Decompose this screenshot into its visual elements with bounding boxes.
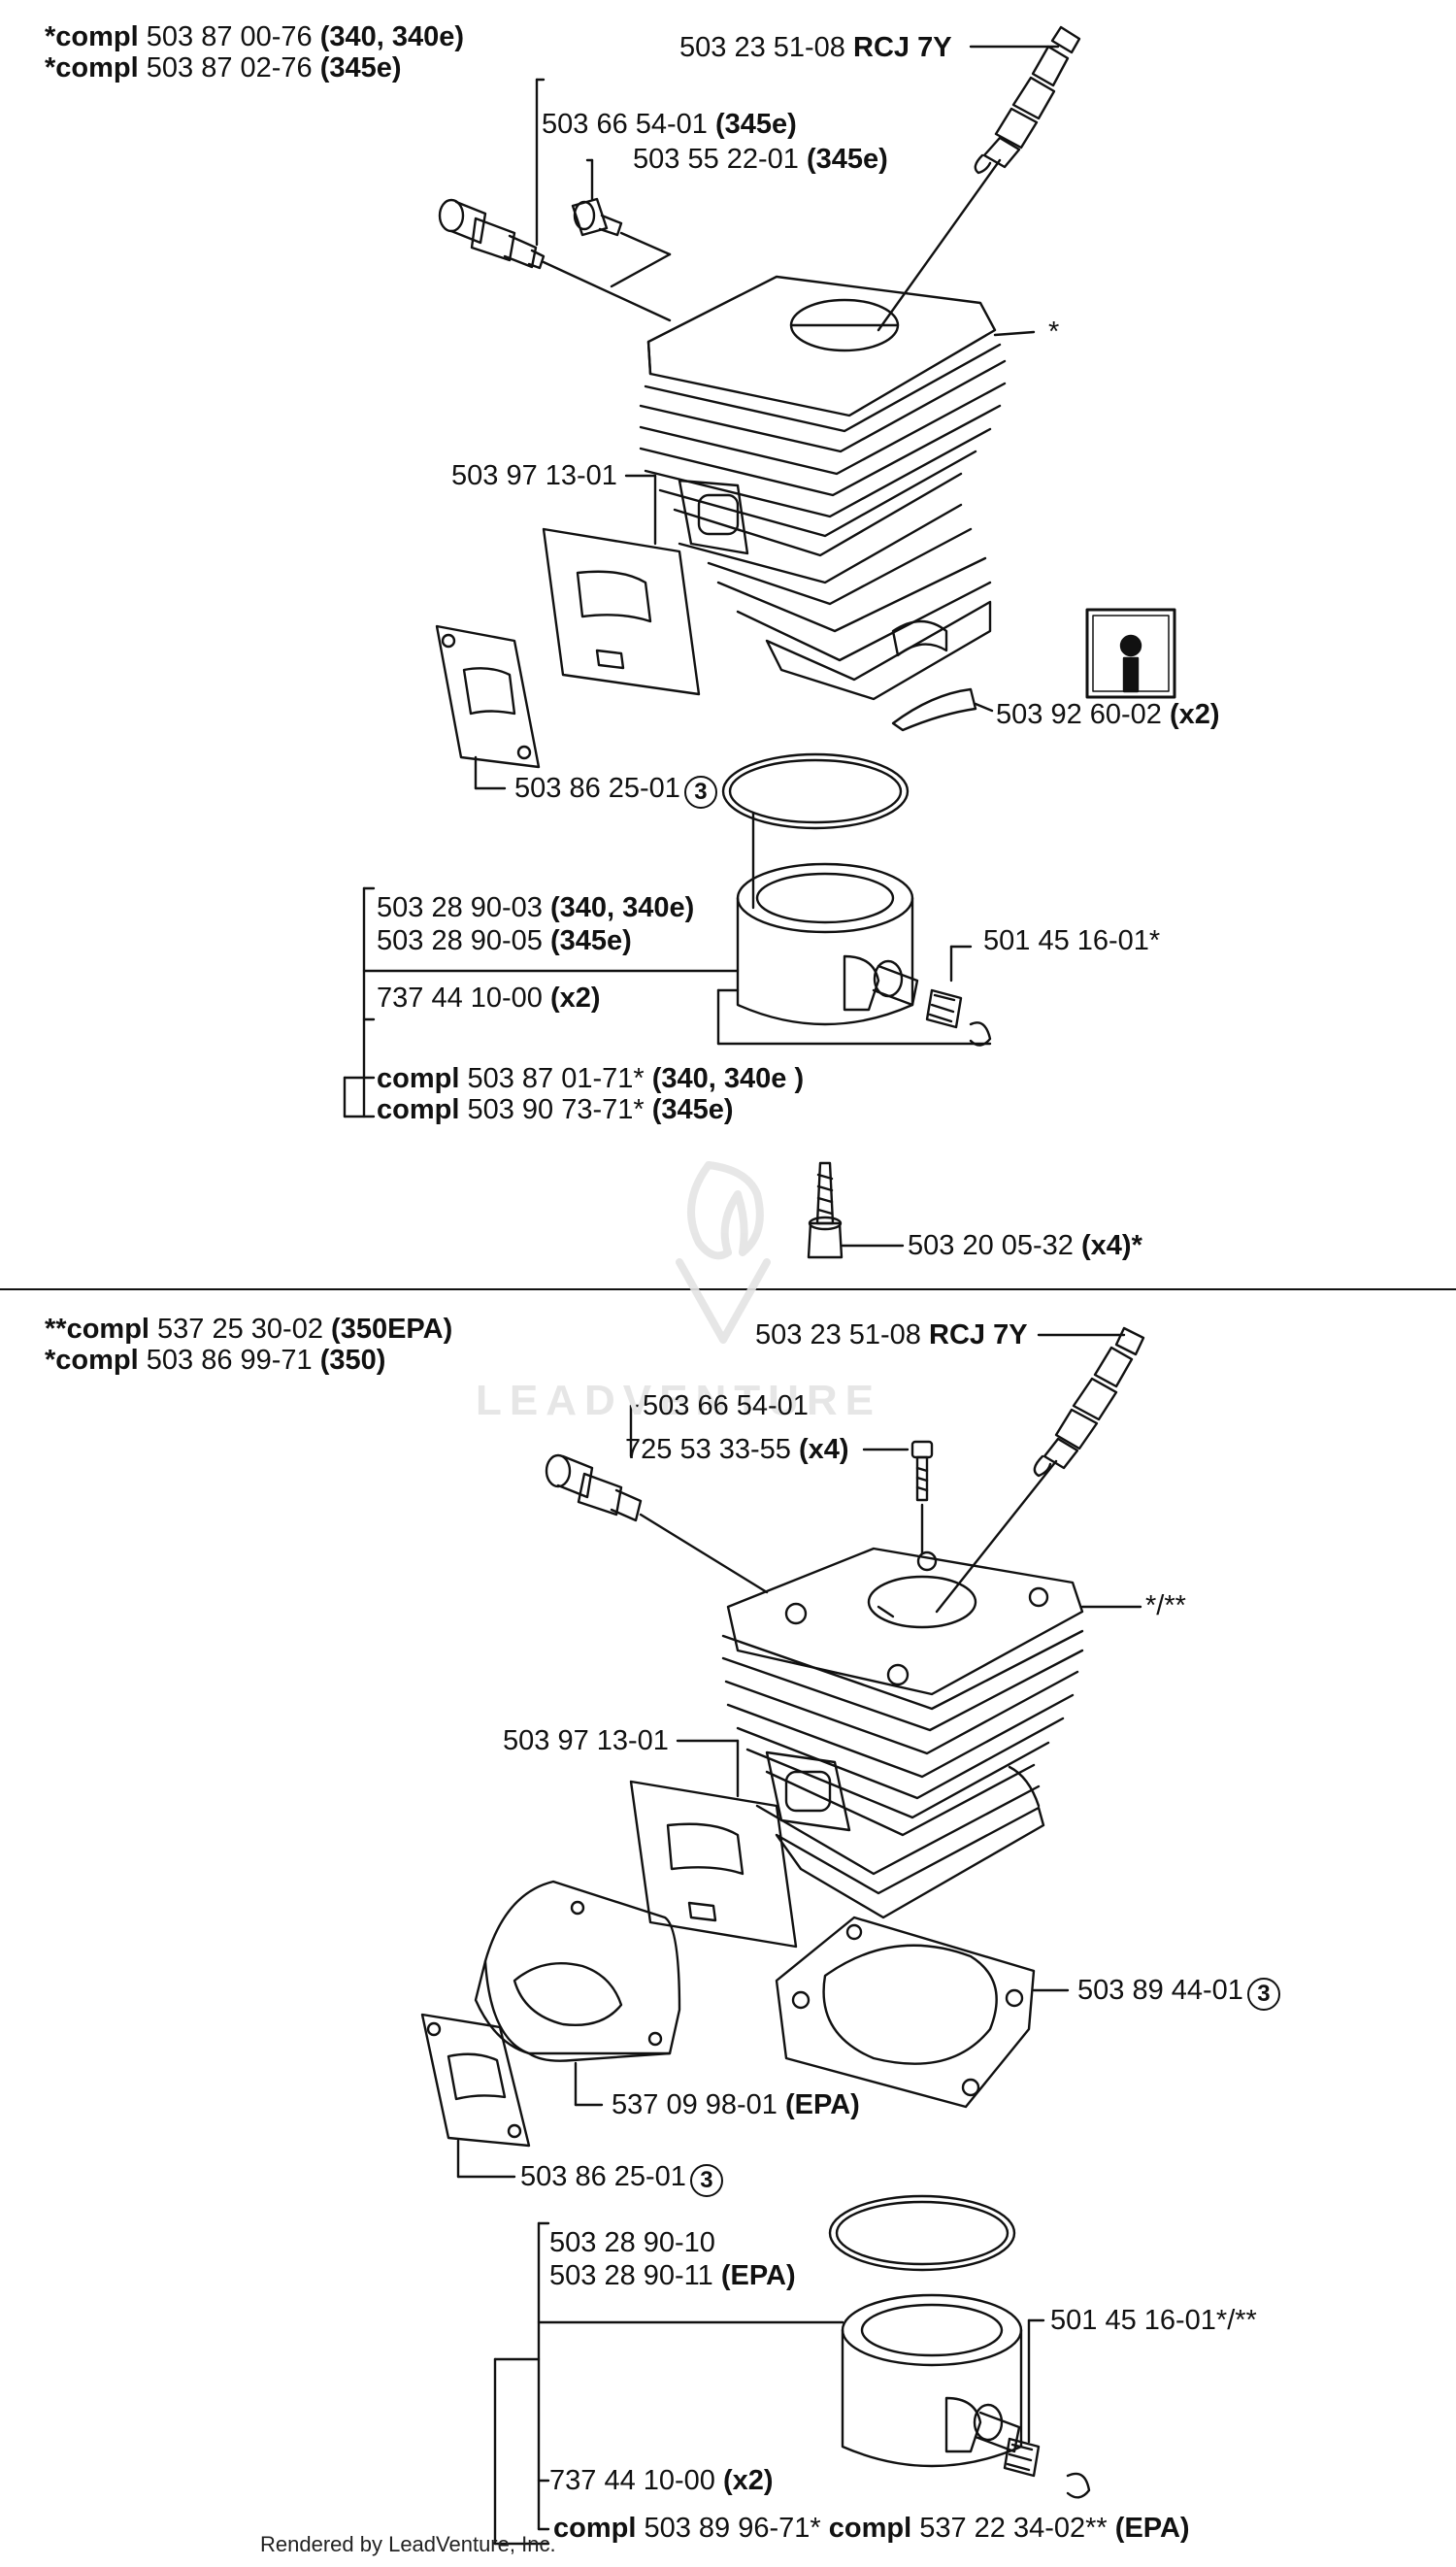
top-plug-screw-label[interactable]: 503 55 22-01 (345e) [633, 144, 888, 175]
gasket-bottom [629, 1780, 798, 1949]
top-circlip-label[interactable]: 737 44 10-00 (x2) [377, 983, 601, 1014]
bottom-decomp-valve-label[interactable]: 503 66 54-01 [643, 1390, 809, 1421]
gasket-top [542, 527, 701, 696]
top-cylinder-ref-label: * [1048, 317, 1060, 348]
leader-spark-hole [877, 158, 1002, 332]
top-compl-a-label[interactable]: compl 503 87 01-71* (340, 340e ) [377, 1063, 805, 1094]
bottom-screw-label[interactable]: 725 53 33-55 (x4) [625, 1434, 849, 1465]
piston-pin-top [872, 964, 992, 1047]
cylinder-top [639, 275, 1007, 701]
top-piston-a-label[interactable]: 503 28 90-03 (340, 340e) [377, 892, 695, 923]
top-header-line-2: *compl 503 87 02-76 (345e) [45, 52, 402, 83]
piston-top [736, 862, 914, 1026]
bottom-header-line-1: **compl 537 25 30-02 (350EPA) [45, 1314, 453, 1345]
bottom-base-gasket-circle: 3 [1246, 1978, 1280, 2011]
bracket-bottom [493, 2221, 844, 2546]
leader-cyl-ref [993, 330, 1036, 337]
flange-gasket-bottom [420, 2013, 531, 2148]
flange-gasket-top [435, 624, 541, 769]
bracket-top [343, 886, 740, 1118]
top-piston-b-label[interactable]: 503 28 90-05 (345e) [377, 925, 632, 956]
top-gasket-label[interactable]: 503 97 13-01 [451, 460, 617, 491]
plug-screw-top [571, 197, 623, 237]
base-gasket-bottom [775, 1916, 1036, 2109]
top-decomp-valve-label[interactable]: 503 66 54-01 (345e) [542, 109, 797, 140]
bottom-piston-a-label[interactable]: 503 28 90-10 [549, 2227, 715, 2258]
top-flange-gasket-circle: 3 [683, 776, 717, 809]
piston-ring-bottom [828, 2194, 1016, 2272]
spark-plug-top [974, 25, 1081, 175]
bottom-cylinder-ref-label: */** [1145, 1590, 1186, 1621]
bottom-piston-b-label[interactable]: 503 28 90-11 (EPA) [549, 2260, 796, 2291]
watermark-logo [676, 1161, 771, 1344]
leader-valve-to-cylinder [542, 260, 672, 322]
top-screw-label[interactable]: 503 20 05-32 (x4)* [908, 1230, 1142, 1261]
piston-bottom [841, 2293, 1023, 2468]
decomp-valve-top [438, 198, 546, 270]
spark-plug-bottom [1033, 1326, 1145, 1478]
bottom-header-line-2: *compl 503 86 99-71 (350) [45, 1345, 386, 1376]
bottom-spark-plug-label[interactable]: 503 23 51-08 RCJ 7Y [755, 1319, 1028, 1350]
cylinder-screw-bottom [910, 1440, 934, 1502]
footer-rendered-by: Rendered by LeadVenture, Inc. [260, 2532, 556, 2556]
bottom-heat-shield-label[interactable]: 537 09 98-01 (EPA) [612, 2089, 860, 2120]
bottom-circlip-label[interactable]: 737 44 10-00 (x2) [549, 2465, 774, 2496]
bottom-compl-label[interactable]: compl 503 89 96-71* compl 537 22 34-02**… [553, 2513, 1190, 2544]
screw-top [807, 1161, 844, 1259]
special-tool-top [891, 608, 1176, 732]
top-header-line-1: *compl 503 87 00-76 (340, 340e) [45, 21, 465, 52]
cylinder-bottom [721, 1547, 1084, 1919]
top-compl-b-label[interactable]: compl 503 90 73-71* (345e) [377, 1094, 734, 1125]
top-spark-plug-label[interactable]: 503 23 51-08 RCJ 7Y [679, 32, 952, 63]
bottom-flange-gasket-circle: 3 [689, 2164, 723, 2197]
bottom-bearing-label[interactable]: 501 45 16-01*/** [1050, 2305, 1257, 2336]
bottom-gasket-label[interactable]: 503 97 13-01 [503, 1725, 669, 1756]
top-bearing-label[interactable]: 501 45 16-01* [983, 925, 1161, 956]
piston-ring-top [721, 752, 910, 830]
piston-pin-bottom [974, 2411, 1091, 2499]
top-tool-label[interactable]: 503 92 60-02 (x2) [996, 699, 1220, 730]
decomp-valve-bottom [545, 1453, 643, 1522]
watermark-text: LEADVENTURE [476, 1377, 882, 1424]
